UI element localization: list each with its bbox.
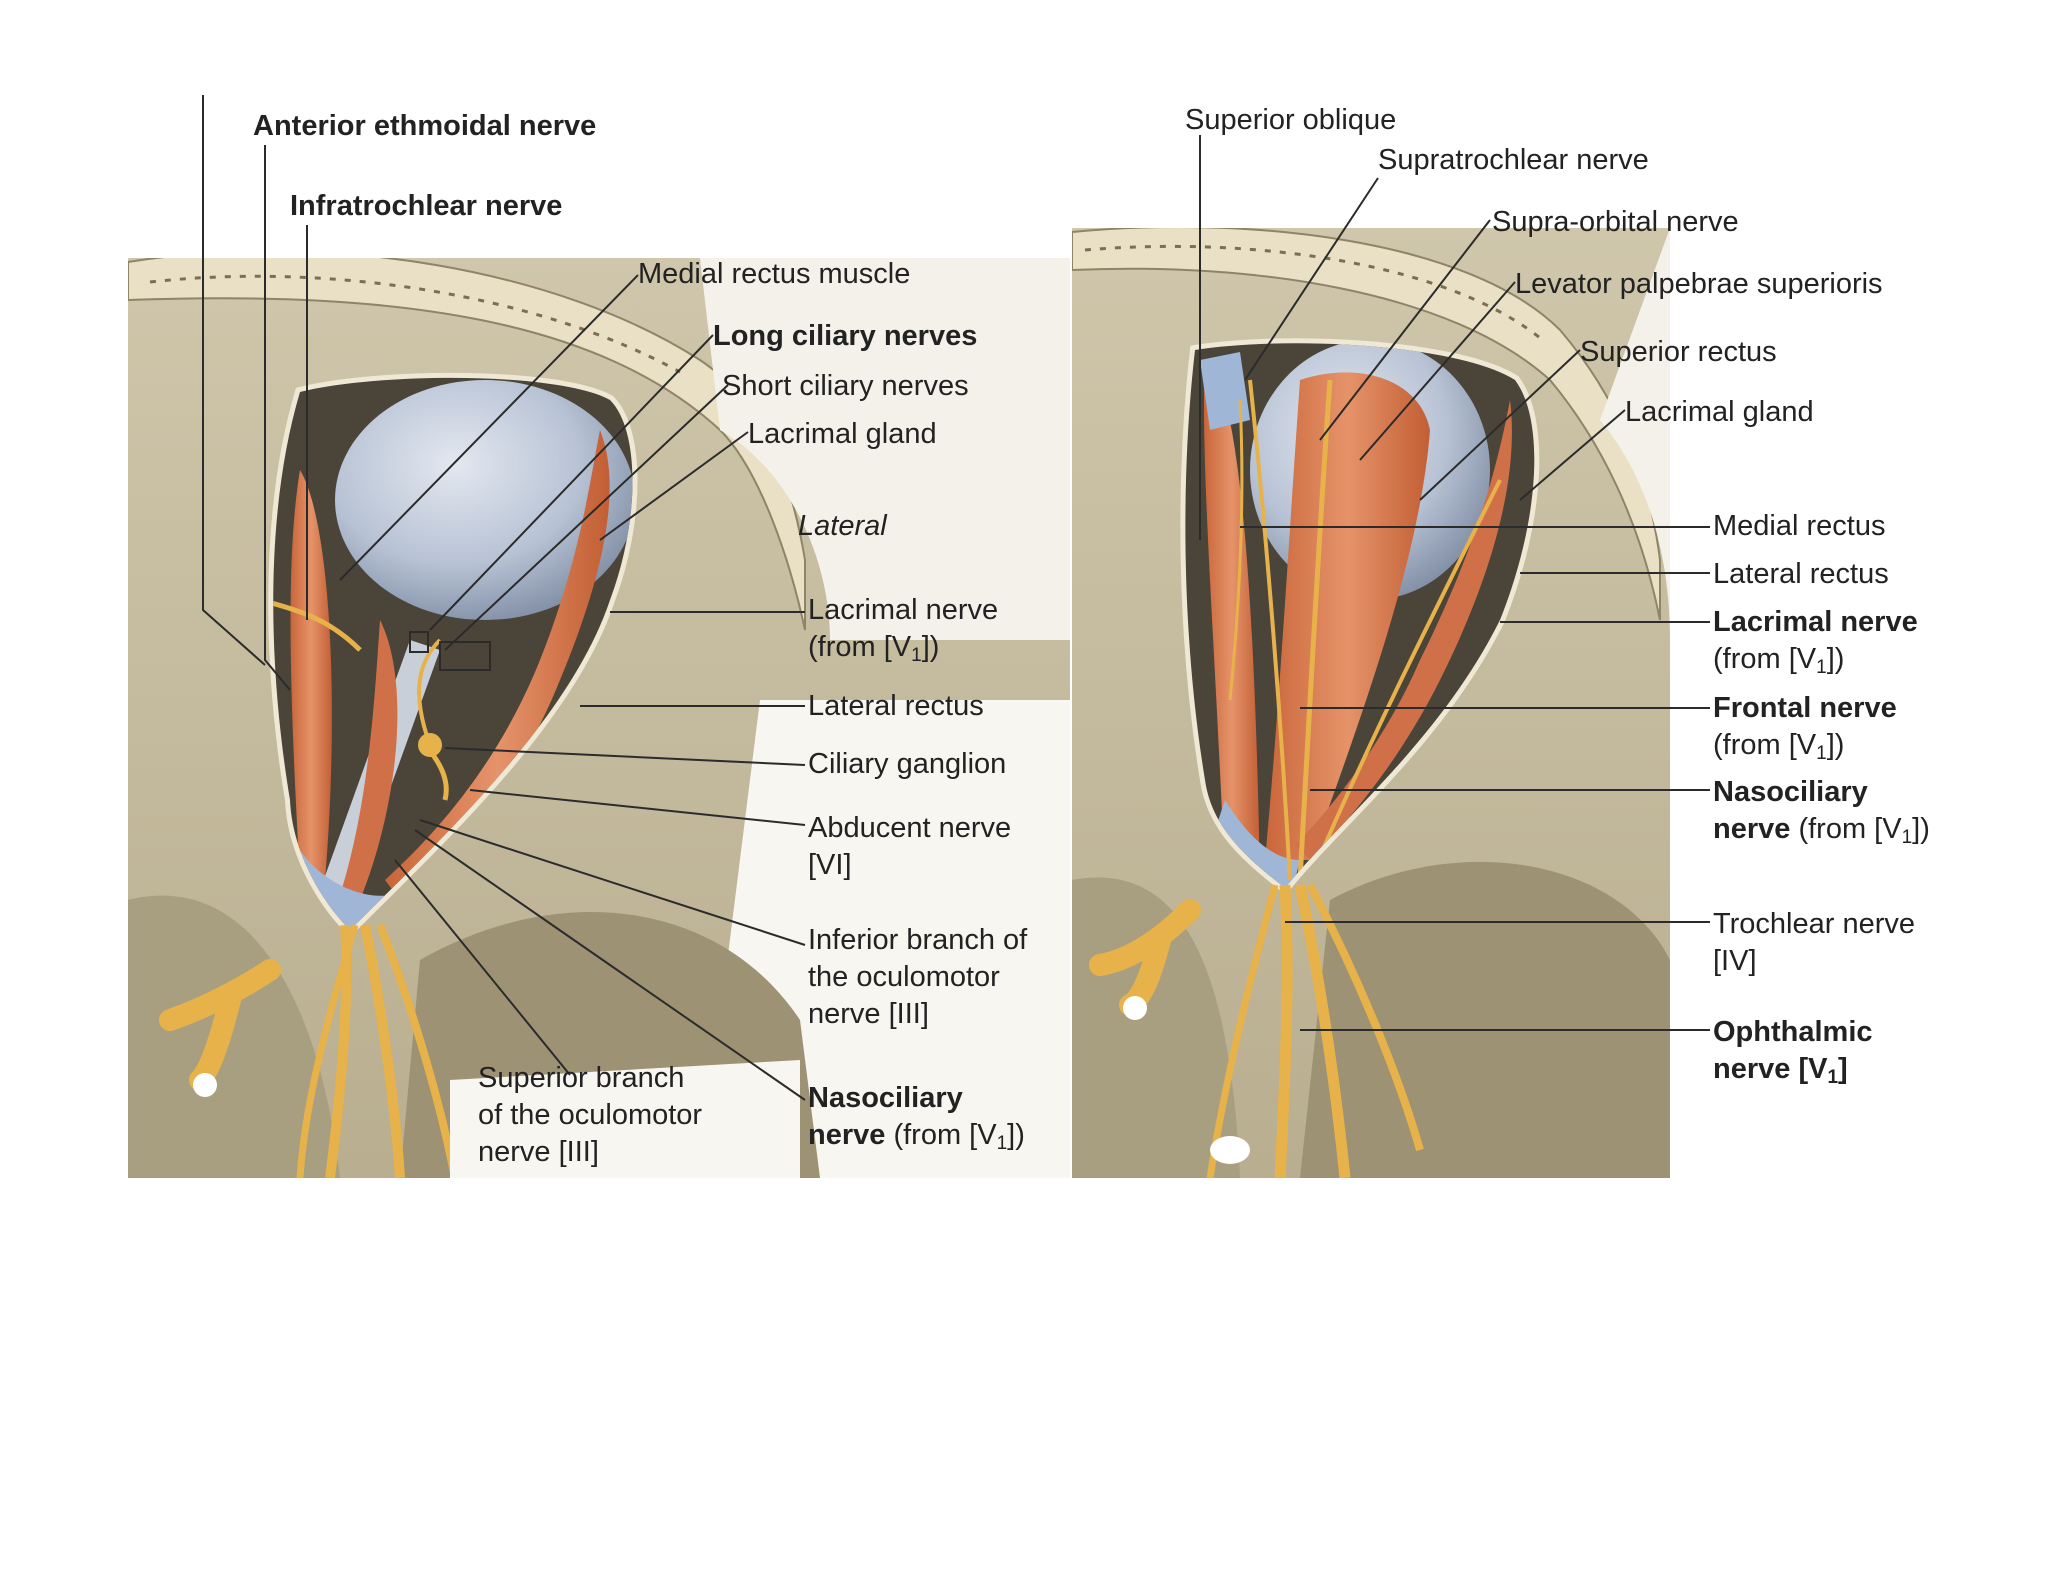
label-levator-palpebrae: Levator palpebrae superioris [1515, 268, 1883, 300]
label-lacrimal-gland-right: Lacrimal gland [1625, 396, 1814, 428]
label-ciliary-ganglion: Ciliary ganglion [808, 748, 1007, 780]
label-abducent-nerve: Abducent nerve [VI] [808, 812, 1012, 881]
label-superior-oblique: Superior oblique [1185, 104, 1397, 136]
label-lacrimal-nerve-right: Lacrimal nerve (from [V1]) [1713, 606, 1918, 678]
label-trochlear-nerve: Trochlear nerve [IV] [1713, 908, 1916, 977]
label-lacrimal-nerve-left: Lacrimal nerve (from [V1]) [808, 594, 999, 666]
right-panel-art [1072, 228, 1670, 1178]
label-inferior-branch-oculomotor: Inferior branch of the oculomotor nerve … [808, 924, 1028, 1030]
label-infratrochlear-nerve: Infratrochlear nerve [290, 190, 563, 222]
label-lateral-rectus-left: Lateral rectus [808, 690, 984, 722]
label-medial-rectus-muscle: Medial rectus muscle [638, 258, 911, 290]
leader-lines [202, 95, 1710, 1101]
label-superior-branch-oculomotor: Superior branch of the oculomotor nerve … [478, 1062, 703, 1168]
label-anterior-ethmoidal-nerve: Anterior ethmoidal nerve [253, 110, 597, 142]
label-supratrochlear-nerve: Supratrochlear nerve [1378, 144, 1649, 176]
label-lacrimal-gland-left: Lacrimal gland [748, 418, 937, 450]
left-panel-art [128, 258, 1070, 1178]
label-lateral-rectus-right: Lateral rectus [1713, 558, 1889, 590]
label-nasociliary-nerve-right: Nasociliary nerve (from [V1]) [1713, 776, 1930, 848]
label-superior-rectus: Superior rectus [1580, 336, 1777, 368]
label-short-ciliary-nerves: Short ciliary nerves [722, 370, 969, 402]
label-long-ciliary-nerves: Long ciliary nerves [713, 320, 978, 352]
label-supra-orbital-nerve: Supra-orbital nerve [1492, 206, 1739, 238]
label-lateral: Lateral [798, 510, 887, 542]
label-frontal-nerve: Frontal nerve (from [V1]) [1713, 692, 1897, 764]
label-ophthalmic-nerve: Ophthalmic nerve [V1] [1713, 1016, 1873, 1088]
label-medial-rectus-right: Medial rectus [1713, 510, 1886, 542]
label-nasociliary-nerve-left: Nasociliary nerve (from [V1]) [808, 1082, 1025, 1154]
